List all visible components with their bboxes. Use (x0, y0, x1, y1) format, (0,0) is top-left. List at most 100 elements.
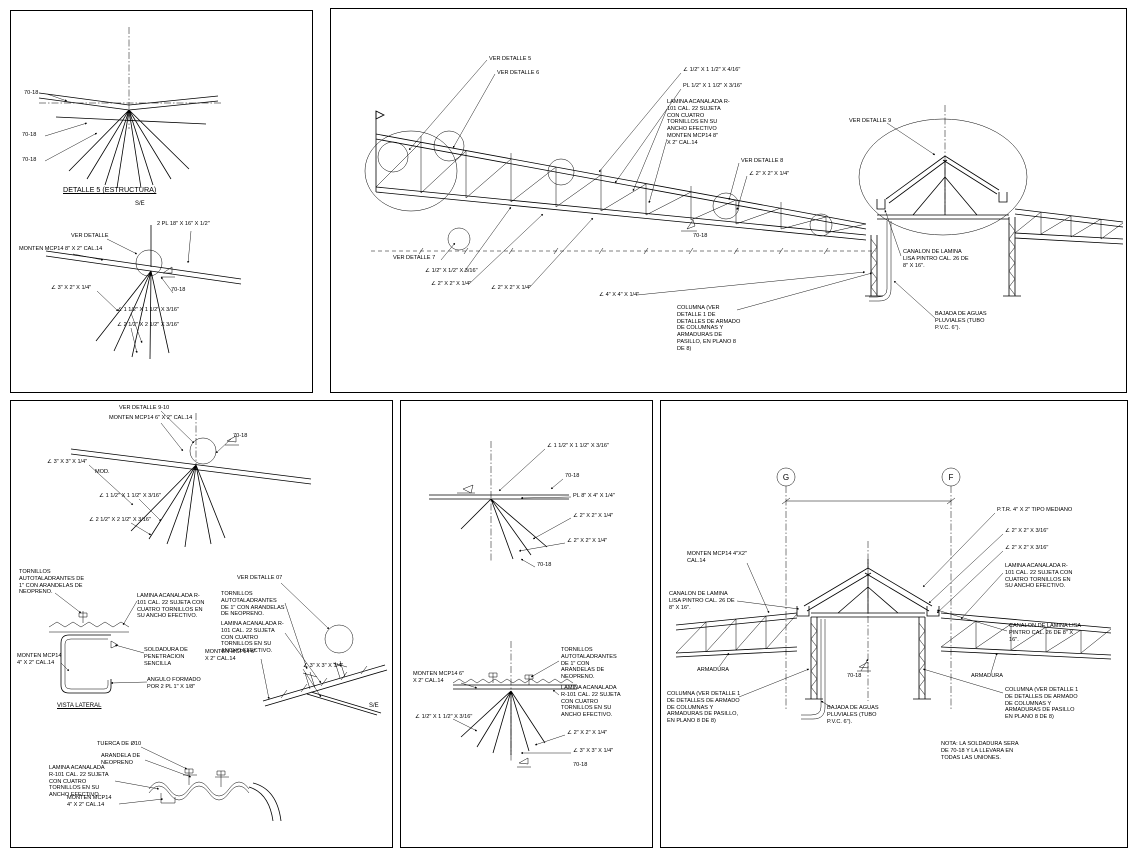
angle-callout: ∠ 2" X 2" X 1/4" (567, 538, 608, 544)
right-detail (262, 624, 388, 716)
angle-callout: ∠ 3" X 3" X 1/4" (573, 748, 614, 754)
weld-callout: 70-18 (233, 433, 248, 439)
leader-lines (408, 59, 936, 319)
bottom-detail (148, 768, 282, 822)
column-lattice (801, 619, 926, 720)
angle-callout: ∠ 2 1/2" X 2 1/2" X 3/16" (117, 322, 179, 328)
scale-note: S/E (369, 703, 379, 709)
weld-flag-icon (517, 757, 531, 768)
weld-flag-icon (681, 219, 697, 232)
tornillos-callout: TORNILLOS AUTOTALADRANTES DE 1" CON ARAN… (561, 647, 617, 681)
soldadura-callout: SOLDADURA DE PENETRACION SENCILLA (144, 647, 188, 667)
detalle5-drawing (38, 27, 242, 360)
top-node-members (70, 448, 312, 548)
callout-ver-detalle: VER DETALLE (71, 233, 109, 239)
pasillo-gable (865, 155, 1124, 297)
armadura-label: ARMADURA (697, 667, 730, 673)
monten-callout: MONTEN MCP14 8" X 2" CAL.14 (667, 133, 719, 146)
detail-callout-circles (364, 118, 1028, 251)
angle-callout: ∠ 3" X 2" X 1/4" (51, 285, 92, 291)
callout-ver-detalle-9-10: VER DETALLE 9-10 (119, 405, 170, 411)
armadura-label: ARMADURA (971, 673, 1004, 679)
angle-callout: ∠ 2" X 2" X 1/4" (573, 513, 614, 519)
nota-soldadura: NOTA: LA SOLDADURA SERA DE 70-18 Y LA LL… (941, 741, 1019, 761)
weld-callout: 70-18 (22, 132, 37, 138)
weld-callout: 70-18 (537, 562, 552, 568)
leader-lines (718, 512, 1008, 708)
angle-callout: ∠ 2" X 2" X 1/4" (567, 730, 608, 736)
weld-flag-icon (857, 661, 871, 672)
angle-callout: ∠ 1/2" X 1 1/2" X 3/16" (415, 714, 473, 720)
arandela-callout: ARANDELA DE NEOPRENO (101, 753, 141, 766)
tornillos-callout: TORNILLOS AUTOTALADRANTES DE 1" CON ARAN… (19, 569, 85, 596)
panel-detalles-union: ∠ 1 1/2" X 1 1/2" X 3/16" 70-18 PL 8" X … (400, 400, 653, 848)
angle-callout: ∠ 1/2" X 1/2" X 3/16" (425, 268, 478, 274)
scale-note: S/E (135, 201, 145, 207)
mod-note: MOD. (95, 469, 110, 475)
weld-callout: 70-18 (847, 673, 862, 679)
angle-callout: ∠ 2" X 2" X 1/4" (431, 281, 472, 287)
grid-axes: G F (776, 467, 961, 711)
angle-callout: ∠ 4" X 4" X 1/4" (599, 292, 640, 298)
right-wing-truss (940, 612, 1112, 660)
left-wing-truss (675, 612, 798, 658)
canalon-callout: CANALON DE LAMINA LISA PINTRO CAL. 26 DE… (669, 591, 735, 611)
weld-flag-icon (457, 484, 475, 494)
angle-callout: ∠ 1 1/2" X 1 1/2" X 3/16" (547, 443, 609, 449)
canalon-callout: CANALON DE LAMINA LISA PINTRO CAL. 26 DE… (1009, 623, 1081, 643)
ridge-node-members (45, 225, 242, 360)
weld-callout: 70-18 (171, 287, 186, 293)
detail-title: DETALLE 5 (ESTRUCTURA) (63, 185, 157, 194)
angle-callout: ∠ 2" X 2" X 1/4" (491, 285, 532, 291)
leader-lines (452, 448, 572, 755)
callout-ver-detalle-07: VER DETALLE 07 (237, 575, 283, 581)
callout-ver-detalle-9: VER DETALLE 9 (849, 118, 892, 124)
bottom-node-members (452, 672, 577, 755)
callout-ver-detalle-8: VER DETALLE 8 (741, 158, 784, 164)
panel-seccion-pasillo: G F (660, 400, 1128, 848)
monten-callout: MONTEN MCP14 8" X 2" CAL.14 (19, 246, 103, 252)
angle-callout: ∠ 3" X 3" X 1/4" (303, 663, 344, 669)
callout-ver-detalle-5: VER DETALLE 5 (489, 56, 532, 62)
monten-callout: MONTEN MCP14 6" X 2" CAL.14 (413, 671, 465, 684)
weld-callout: 70-18 (565, 473, 580, 479)
bajada-callout: BAJADA DE AGUAS PLUVIALES (TUBO P.V.C. 6… (935, 311, 987, 331)
lamina-callout: LAMINA ACANALADA R-101 CAL. 22 SUJETA CO… (1005, 563, 1073, 590)
weld-callout: 70-18 (24, 90, 39, 96)
lamina-callout: LAMINA ACANALADA R-101 CAL. 22 SUJETA CO… (667, 99, 730, 133)
weld-flag-icon (225, 435, 239, 446)
panel-elevacion-armadura: VER DETALLE 5 VER DETALLE 6 ∠ 1/2" X 1 1… (330, 8, 1127, 393)
angle-callout: ∠ 2" X 2" X 3/16" (1005, 545, 1049, 551)
detail-callout-circle (135, 249, 163, 277)
angle-callout: ∠ 2" X 2" X 3/16" (1005, 528, 1049, 534)
monten-callout: MONTEN MCP14 4" X 2" CAL.14 (67, 795, 112, 808)
weld-flag-icon (161, 266, 175, 278)
ptr-callout: P.T.R. 4" X 2" TIPO MEDIANO (997, 507, 1073, 513)
left-wing-web (675, 613, 798, 654)
weld-callout: 70-18 (22, 157, 37, 163)
datum-line (371, 247, 876, 255)
monten-callout: MONTEN MCP14 4"X2" CAL.14 (687, 551, 747, 564)
lamina-callout: LAMINA ACANALADA R-101 CAL. 22 SUJETA CO… (137, 593, 205, 620)
apex-node-members (38, 92, 219, 189)
vista-lateral-detail (48, 611, 130, 694)
lamina-callout: LAMINA ACANALADA R-101 CAL. 22 SUJETA CO… (49, 765, 109, 799)
callout-ver-detalle-6: VER DETALLE 6 (497, 70, 540, 76)
angle-callout: ∠ 1 1/2" X 1 1/2" X 3/16" (117, 307, 179, 313)
seccion-drawing: G F (675, 467, 1112, 720)
columna-callout: COLUMNA (VER DETALLE 1 DE DETALLES DE AR… (677, 305, 741, 352)
panel-detalle-5: 70-18 70-18 70-18 DETALLE 5 (ESTRUCTURA)… (10, 10, 313, 393)
detail-callout-circle (189, 437, 217, 465)
truss-chords (375, 110, 867, 241)
top-node-members (429, 494, 569, 560)
grid-bubble-g-label: G (783, 473, 789, 482)
angle-callout: ∠ 3" X 3" X 1/4" (47, 459, 88, 465)
monten-callout: MONTEN MCP14 4" X 2" CAL.14 (17, 653, 62, 666)
angulo-callout: ANGULO FORMADO POR 2 PL 1" X 1/8" (147, 677, 201, 690)
grid-bubble-f-label: F (949, 473, 954, 482)
lamina-callout: LAMINA ACANALADA R-101 CAL. 22 SUJETA CO… (221, 621, 284, 655)
lamina-callout: LAMINA ACANALADA R-101 CAL. 22 SUJETA CO… (561, 685, 621, 719)
angle-callout: ∠ 1/2" X 1 1/2" X 4/16" (683, 67, 741, 73)
columna-callout: COLUMNA (VER DETALLE 1 DE DETALLES DE AR… (1005, 687, 1079, 721)
